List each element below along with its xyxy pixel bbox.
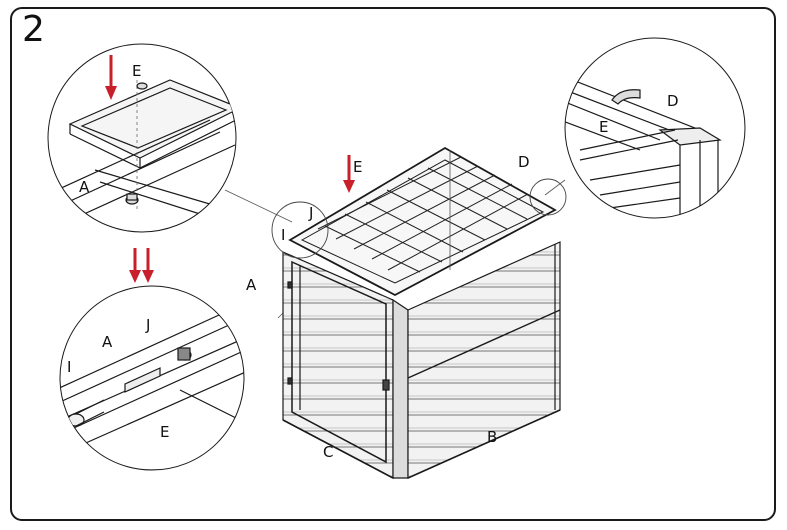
label-bl-e: E [160,423,169,441]
label-main-e: E [353,158,362,176]
red-double-down-arrow [129,248,154,283]
detail-bottom-left: A J I E [59,285,245,471]
label-main-i: I [281,226,285,244]
detail-top-left: E A [47,43,237,233]
door-frame [291,260,387,464]
label-tr-d: D [667,92,679,110]
label-main-d: D [518,153,530,171]
roof-frame [288,146,557,297]
label-tr-e: E [599,118,608,136]
label-main-j: J [308,204,313,222]
label-bl-i: I [67,358,71,376]
corner-post [392,298,409,479]
page-frame [10,7,776,521]
label-main-b: B [487,428,497,446]
step-number: 2 [22,9,45,50]
red-down-arrow-main [343,155,355,193]
label-main-a: A [246,276,257,294]
detail-callout-d [529,178,567,216]
label-bl-j: J [145,316,150,334]
label-bl-a: A [102,333,113,351]
detail-callout-ij [271,201,329,259]
label-main-c: C [323,443,333,461]
side-wall-panel [407,241,561,479]
detail-top-right: D E [564,37,746,219]
storage-shed [282,146,561,479]
door-handle [382,379,390,391]
label-tl-e: E [132,62,141,80]
roof-grid [317,150,529,273]
label-tl-a: A [79,178,90,196]
